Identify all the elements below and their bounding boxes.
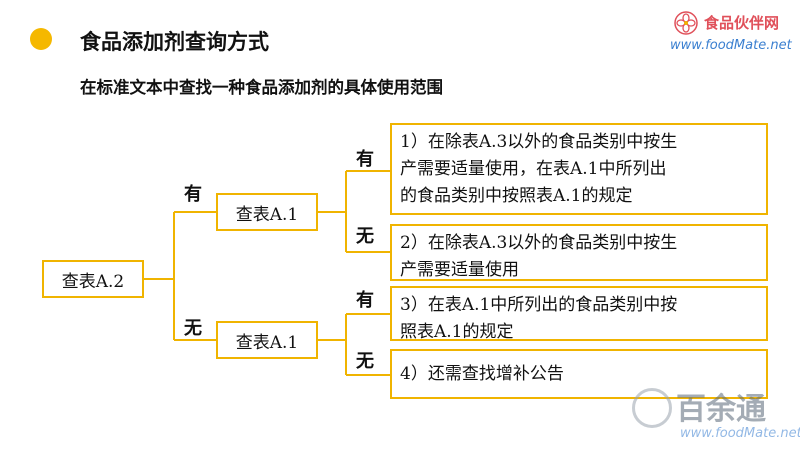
leaf2-line: 2）在除表A.3以外的食品类别中按生 — [400, 233, 678, 253]
leaf4-line: 4）还需查找增补公告 — [400, 364, 564, 384]
branch-no-label: 无 — [184, 318, 202, 339]
page-subtitle: 在标准文本中查找一种食品添加剂的具体使用范围 — [80, 78, 443, 97]
watermark-circle-icon — [632, 388, 672, 428]
foodmate-logo: 食品伙伴网 www.foodMate.net — [668, 6, 796, 58]
lower-yes-label: 有 — [356, 290, 374, 311]
logo-name: 食品伙伴网 — [704, 14, 780, 32]
page-title: 食品添加剂查询方式 — [80, 30, 269, 54]
leaf-box-3: 3）在表A.1中所列出的食品类别中按 照表A.1的规定 — [390, 286, 768, 342]
flower-logo-icon — [674, 11, 698, 35]
leaf-box-2: 2）在除表A.3以外的食品类别中按生 产需要适量使用 — [390, 224, 768, 281]
title-bullet-icon — [30, 28, 52, 50]
leaf-box-4: 4）还需查找增补公告 — [390, 349, 768, 399]
lower-no-label: 无 — [356, 351, 374, 372]
leaf1-line: 的食品类别中按照表A.1的规定 — [400, 186, 633, 206]
branch-yes-label: 有 — [184, 184, 202, 205]
watermark-text: 百余通 — [676, 392, 766, 427]
upper-yes-label: 有 — [356, 149, 374, 170]
leaf-box-1: 1）在除表A.3以外的食品类别中按生 产需要适量使用，在表A.1中所列出 的食品… — [390, 123, 768, 215]
upper-node-table-a1: 查表A.1 — [216, 193, 318, 231]
watermark-url: www.foodMate.net — [680, 426, 800, 441]
leaf2-line: 产需要适量使用 — [400, 260, 519, 280]
leaf3-line: 照表A.1的规定 — [400, 322, 514, 342]
upper-no-label: 无 — [356, 226, 374, 247]
logo-url: www.foodMate.net — [670, 38, 792, 53]
leaf1-line: 1）在除表A.3以外的食品类别中按生 — [400, 132, 678, 152]
lower-node-table-a1: 查表A.1 — [216, 321, 318, 359]
watermark: 百余通 www.foodMate.net — [628, 380, 800, 446]
leaf3-line: 3）在表A.1中所列出的食品类别中按 — [400, 295, 678, 315]
root-node-table-a2: 查表A.2 — [42, 260, 144, 298]
leaf1-line: 产需要适量使用，在表A.1中所列出 — [400, 159, 667, 179]
